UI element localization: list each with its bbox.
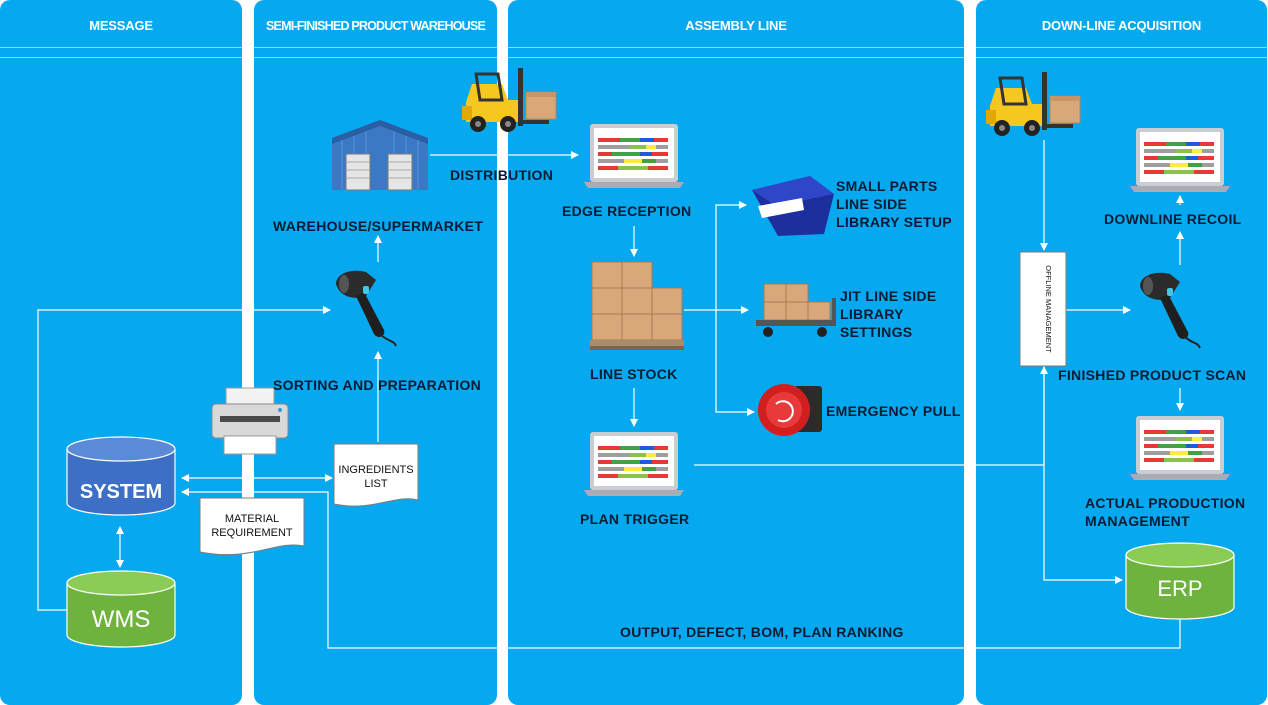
- laptop-icon: [1130, 128, 1230, 192]
- document-icon: [199, 443, 419, 556]
- small-parts-line: LINE SIDE: [836, 196, 908, 212]
- forklift-icon: [460, 66, 558, 134]
- finished-scan-label: FINISHED PRODUCT SCAN: [1058, 367, 1247, 383]
- small-parts-line: LIBRARY SETUP: [836, 214, 952, 230]
- bottom-flow-label: OUTPUT, DEFECT, BOM, PLAN RANKING: [620, 624, 904, 640]
- small-parts-line: SMALL PARTS: [836, 178, 938, 194]
- ingredients-list-line-2: LIST: [364, 478, 388, 490]
- boxes-icon: [590, 261, 684, 350]
- laptop-icon: [1130, 416, 1230, 480]
- cart-icon: [756, 283, 836, 337]
- actual-production-line: ACTUAL PRODUCTION: [1085, 495, 1246, 511]
- database-icon: [66, 570, 176, 648]
- lane-title: SEMI-FINISHED PRODUCT WAREHOUSE: [266, 19, 486, 33]
- material-requirement-line-1: MATERIAL: [225, 513, 279, 525]
- lane-title: MESSAGE: [89, 18, 153, 33]
- distribution-label: DISTRIBUTION: [450, 167, 554, 183]
- ingredients-list-line-1: INGREDIENTS: [338, 464, 413, 476]
- printer-icon: [211, 387, 289, 455]
- edge-reception-label: EDGE RECEPTION: [562, 203, 692, 219]
- laptop-icon: [584, 432, 684, 496]
- barcode-scanner-icon: [335, 269, 397, 347]
- offline-management-box: [1019, 251, 1067, 367]
- emergency-button-icon: [758, 384, 822, 436]
- sorting-label: SORTING AND PREPARATION: [273, 377, 482, 393]
- plan-trigger-label: PLAN TRIGGER: [580, 511, 690, 527]
- actual-production-line: MANAGEMENT: [1085, 513, 1190, 529]
- forklift-icon: [984, 70, 1082, 138]
- downline-recoil-label: DOWNLINE RECOIL: [1104, 211, 1242, 227]
- lane-assembly-line: ASSEMBLY LINE: [508, 0, 964, 705]
- database-icon: [66, 436, 176, 516]
- emergency-pull-label: EMERGENCY PULL: [826, 403, 961, 419]
- lane-title: DOWN-LINE ACQUISITION: [1041, 18, 1202, 33]
- warehouse-icon: [332, 120, 428, 191]
- jit-line: SETTINGS: [840, 324, 913, 340]
- actual-production-label: ACTUAL PRODUCTION MANAGEMENT: [1085, 494, 1245, 530]
- laptop-icon: [584, 124, 684, 188]
- system-db-label: SYSTEM: [80, 481, 162, 503]
- jit-label: JIT LINE SIDE LIBRARY SETTINGS: [840, 287, 936, 341]
- line-stock-label: LINE STOCK: [590, 366, 678, 382]
- parts-bin-icon: [752, 176, 834, 236]
- offline-management-label: OFFLINE MANAGEMENT: [1044, 265, 1053, 353]
- jit-line: JIT LINE SIDE: [840, 288, 937, 304]
- lane-title: ASSEMBLY LINE: [685, 18, 787, 33]
- small-parts-label: SMALL PARTS LINE SIDE LIBRARY SETUP: [836, 177, 952, 231]
- erp-db-label: ERP: [1157, 576, 1202, 601]
- jit-line: LIBRARY: [840, 306, 904, 322]
- database-icon: [1125, 542, 1235, 620]
- wms-db-label: WMS: [92, 606, 151, 633]
- material-requirement-line-2: REQUIREMENT: [211, 527, 293, 539]
- barcode-scanner-icon: [1139, 271, 1201, 349]
- warehouse-label: WAREHOUSE/SUPERMARKET: [273, 218, 484, 234]
